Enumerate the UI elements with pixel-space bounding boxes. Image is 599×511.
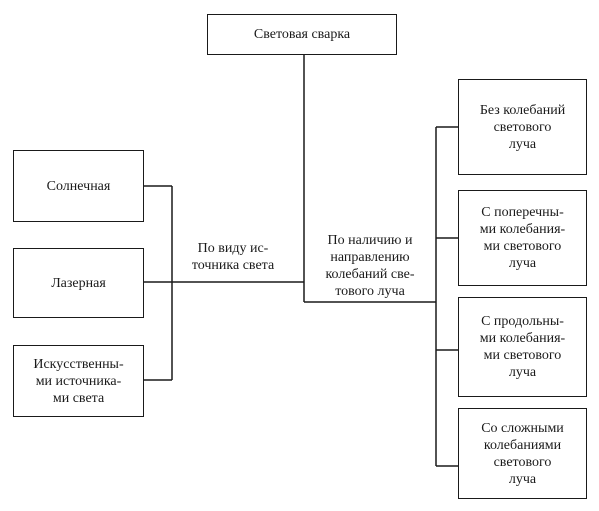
root-text: Световая сварка [253,27,351,42]
left-item-text: Искусственны- ми источника- ми света [33,356,124,406]
right-item-text: Со сложными колебаниями светового луча [481,420,564,487]
right-item-longitudinal: С продольны- ми колебания- ми светового … [458,297,587,397]
right-item-text: С продольны- ми колебания- ми светового … [479,314,566,380]
right-item-no-oscillation: Без колебаний светового луча [458,79,587,175]
right-group-label: По наличию и направлению колебаний све- … [325,233,415,299]
right-item-text: С поперечны- ми колебания- ми светового … [479,205,566,271]
left-group-label: По виду ис- точника света [191,241,275,273]
left-item-solar: Солнечная [13,150,144,222]
left-item-text: Солнечная [46,178,111,194]
left-item-artificial: Искусственны- ми источника- ми света [13,345,144,417]
right-item-complex: Со сложными колебаниями светового луча [458,408,587,499]
left-item-laser: Лазерная [13,248,144,318]
left-item-text: Лазерная [51,275,106,291]
right-item-transverse: С поперечны- ми колебания- ми светового … [458,190,587,286]
root-box: Световая сварка [207,14,397,55]
right-item-text: Без колебаний светового луча [479,102,566,152]
